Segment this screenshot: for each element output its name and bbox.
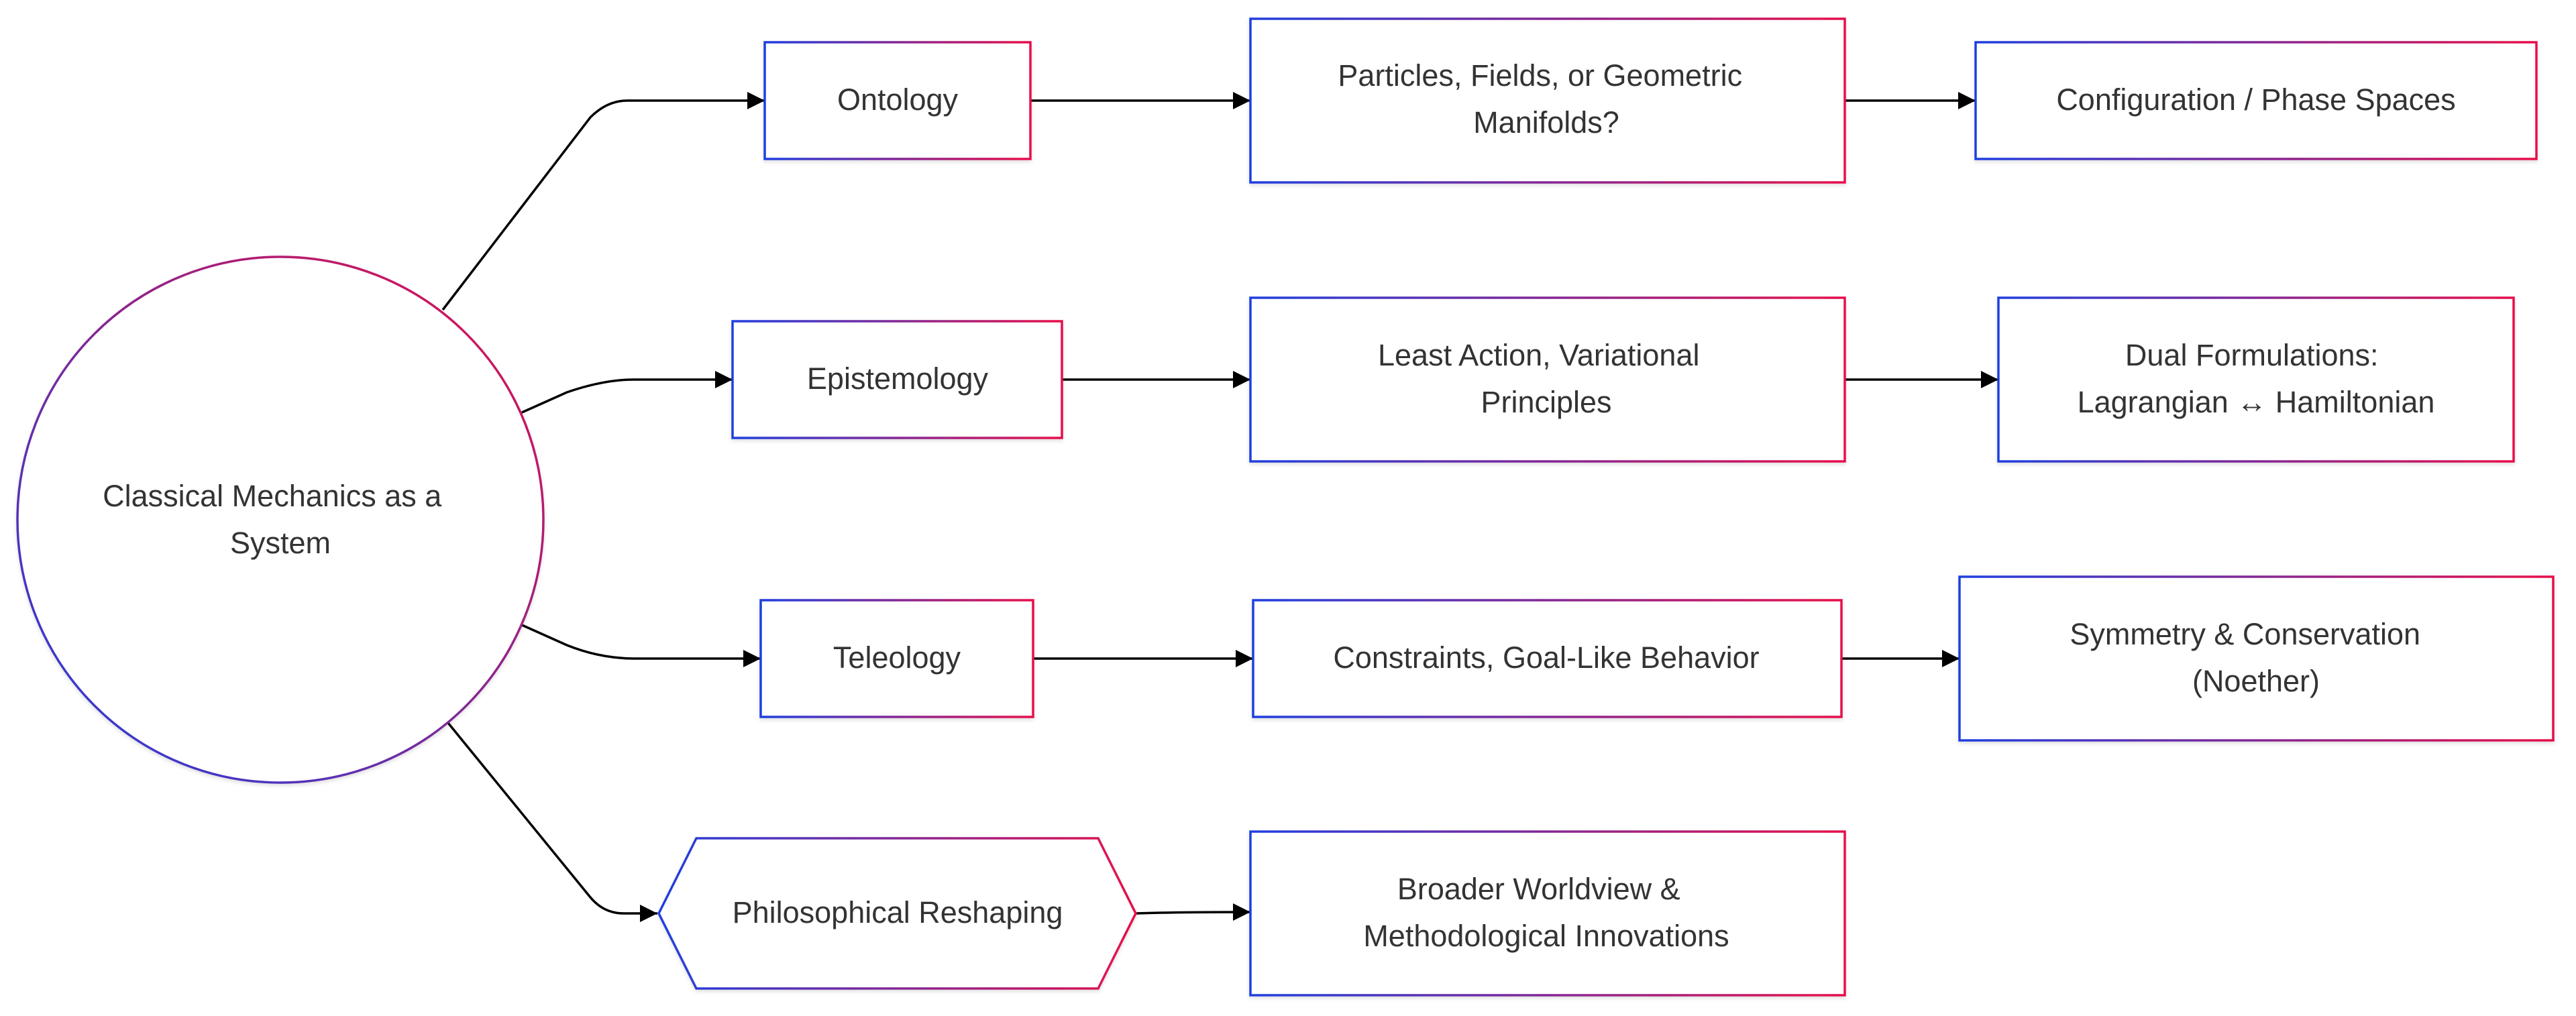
node-configuration-phase-spaces-label: Configuration / Phase Spaces	[2056, 82, 2455, 117]
node-philosophical-reshaping: Philosophical Reshaping	[657, 837, 1137, 990]
edge-root-philosophical	[447, 722, 657, 922]
node-broader-worldview: Broader Worldview & Methodological Innov…	[1249, 830, 1846, 997]
node-epistemology-label: Epistemology	[807, 361, 989, 396]
node-particles-fields-label: Particles, Fields, or Geometric Manifold…	[1338, 58, 1750, 139]
node-least-action: Least Action, Variational Principles	[1249, 296, 1846, 463]
root-node: Classical Mechanics as a System	[16, 256, 545, 784]
node-particles-fields: Particles, Fields, or Geometric Manifold…	[1249, 17, 1846, 184]
node-epistemology: Epistemology	[731, 320, 1063, 439]
node-configuration-phase-spaces: Configuration / Phase Spaces	[1974, 41, 2538, 160]
edge-root-ontology	[441, 92, 765, 311]
edge-root-epistemology	[521, 371, 733, 414]
node-ontology-label: Ontology	[837, 82, 959, 117]
node-teleology-label: Teleology	[833, 640, 961, 675]
node-symmetry-conservation-label: Symmetry & Conservation (Noether)	[2070, 617, 2428, 698]
node-teleology: Teleology	[759, 599, 1034, 718]
node-constraints-label: Constraints, Goal-Like Behavior	[1333, 640, 1759, 675]
node-symmetry-conservation: Symmetry & Conservation (Noether)	[1958, 575, 2555, 742]
edge-philosophical-middle	[1135, 903, 1251, 921]
node-constraints: Constraints, Goal-Like Behavior	[1252, 599, 1843, 718]
node-broader-worldview-label: Broader Worldview & Methodological Innov…	[1363, 872, 1729, 953]
node-dual-formulations-label: Dual Formulations: Lagrangian ↔ Hamilton…	[2078, 338, 2435, 419]
root-node-label: Classical Mechanics as a System	[103, 479, 450, 560]
edge-root-teleology	[521, 624, 761, 667]
node-philosophical-reshaping-label: Philosophical Reshaping	[733, 895, 1063, 929]
node-ontology: Ontology	[763, 41, 1032, 160]
node-dual-formulations: Dual Formulations: Lagrangian ↔ Hamilton…	[1997, 296, 2515, 463]
node-least-action-label: Least Action, Variational Principles	[1378, 338, 1708, 419]
